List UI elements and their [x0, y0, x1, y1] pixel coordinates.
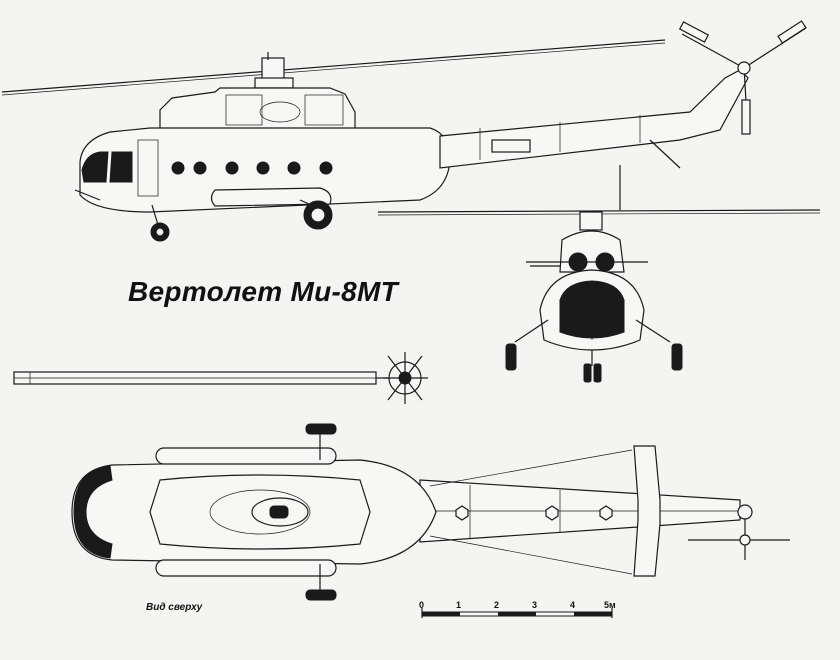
front-main-rotor-blade	[377, 209, 821, 213]
scale-bar	[421, 608, 613, 618]
front-view	[377, 165, 821, 383]
side-main-rotor-blade	[1, 39, 666, 93]
top-gear-right	[305, 589, 337, 601]
front-left-wheel	[505, 343, 517, 371]
side-tail-boom	[439, 69, 749, 169]
scale-tick-5: 5м	[604, 600, 616, 610]
scale-tick-2: 2	[494, 600, 500, 610]
top-stabilizer	[633, 445, 661, 577]
drawing-title: Вертолет Ми-8МТ	[128, 276, 399, 307]
side-cabin-door	[137, 139, 159, 197]
top-view-caption: Вид сверху	[146, 602, 203, 613]
side-engine-cowling	[159, 87, 356, 133]
scale-tick-4: 4	[570, 600, 576, 610]
top-view	[71, 423, 790, 601]
side-landing-gear	[150, 199, 333, 242]
side-fuel-tank	[210, 187, 332, 207]
side-cockpit-window	[81, 151, 109, 183]
side-tail-rotor	[678, 20, 807, 135]
top-nose-glazing	[73, 465, 113, 559]
front-rotor-hub	[579, 211, 603, 231]
side-view	[1, 20, 807, 242]
front-nose-wheel-right	[593, 363, 602, 383]
rotor-hub-detail	[383, 352, 428, 404]
front-right-wheel	[671, 343, 683, 371]
scale-tick-3: 3	[532, 600, 538, 610]
top-fuel-tank-left	[155, 447, 337, 465]
side-cabin-windows	[171, 161, 333, 175]
scale-tick-0: 0	[419, 600, 425, 610]
scale-tick-1: 1	[456, 600, 462, 610]
front-nose-wheel-left	[583, 363, 592, 383]
top-fuel-tank-right	[155, 559, 337, 577]
side-rotor-hub	[261, 57, 285, 81]
top-gear-left	[305, 423, 337, 435]
rotor-blade-plan	[13, 352, 428, 404]
